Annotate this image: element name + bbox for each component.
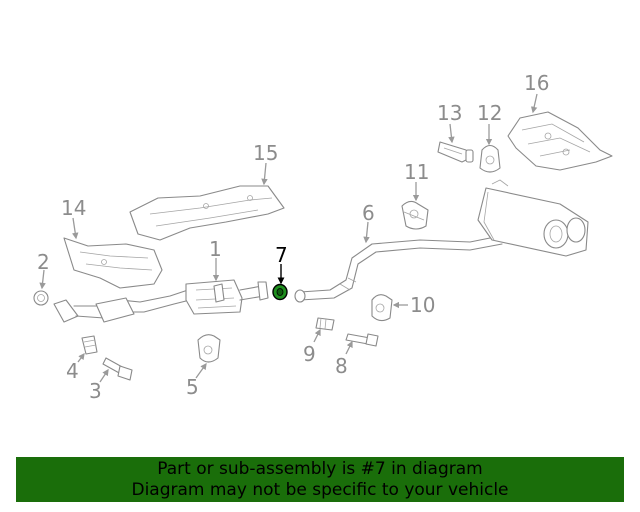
callout-4: 4 (66, 359, 79, 383)
callout-16: 16 (524, 71, 549, 95)
callout-7: 7 (275, 243, 288, 267)
part-2-gasket[interactable] (33, 290, 49, 306)
callout-5: 5 (186, 375, 199, 399)
callout-9: 9 (303, 342, 316, 366)
part-12-rubber-hanger[interactable] (479, 144, 501, 173)
banner-line-2: Diagram may not be specific to your vehi… (131, 480, 509, 500)
part-3-bolt[interactable] (102, 357, 133, 381)
part-7-gasket[interactable] (272, 283, 288, 301)
banner-line-1: Part or sub-assembly is #7 in diagram (157, 459, 483, 479)
leader-lines (39, 93, 538, 383)
part-16-heat-insulator[interactable] (507, 111, 613, 171)
exhaust-diagram: 1 2 3 4 5 6 7 8 9 10 11 12 13 14 15 16 (33, 71, 613, 403)
part-14-heat-insulator[interactable] (63, 237, 163, 289)
part-5-rubber-hanger[interactable] (197, 334, 221, 363)
part-15-heat-insulator[interactable] (129, 185, 285, 241)
info-banner: Part or sub-assembly is #7 in diagram Di… (16, 457, 624, 502)
part-1-front-pipe[interactable] (53, 279, 269, 323)
part-13-hanger-bracket[interactable] (437, 141, 474, 163)
callout-1: 1 (209, 237, 222, 261)
callout-8: 8 (335, 354, 348, 378)
callout-14: 14 (61, 196, 86, 220)
callout-3: 3 (89, 379, 102, 403)
callout-10: 10 (410, 293, 435, 317)
callout-6: 6 (362, 201, 375, 225)
callout-13: 13 (437, 101, 462, 125)
part-9-stud[interactable] (315, 317, 335, 331)
callout-15: 15 (253, 141, 278, 165)
part-11-rubber-hanger[interactable] (401, 200, 429, 230)
part-10-rubber-hanger[interactable] (371, 294, 393, 322)
callout-11: 11 (404, 160, 429, 184)
callout-12: 12 (477, 101, 502, 125)
part-4-stud[interactable] (81, 335, 98, 355)
part-8-bolt[interactable] (345, 333, 379, 347)
part-6-tailpipe-muffler[interactable] (294, 179, 589, 303)
callout-2: 2 (37, 250, 50, 274)
